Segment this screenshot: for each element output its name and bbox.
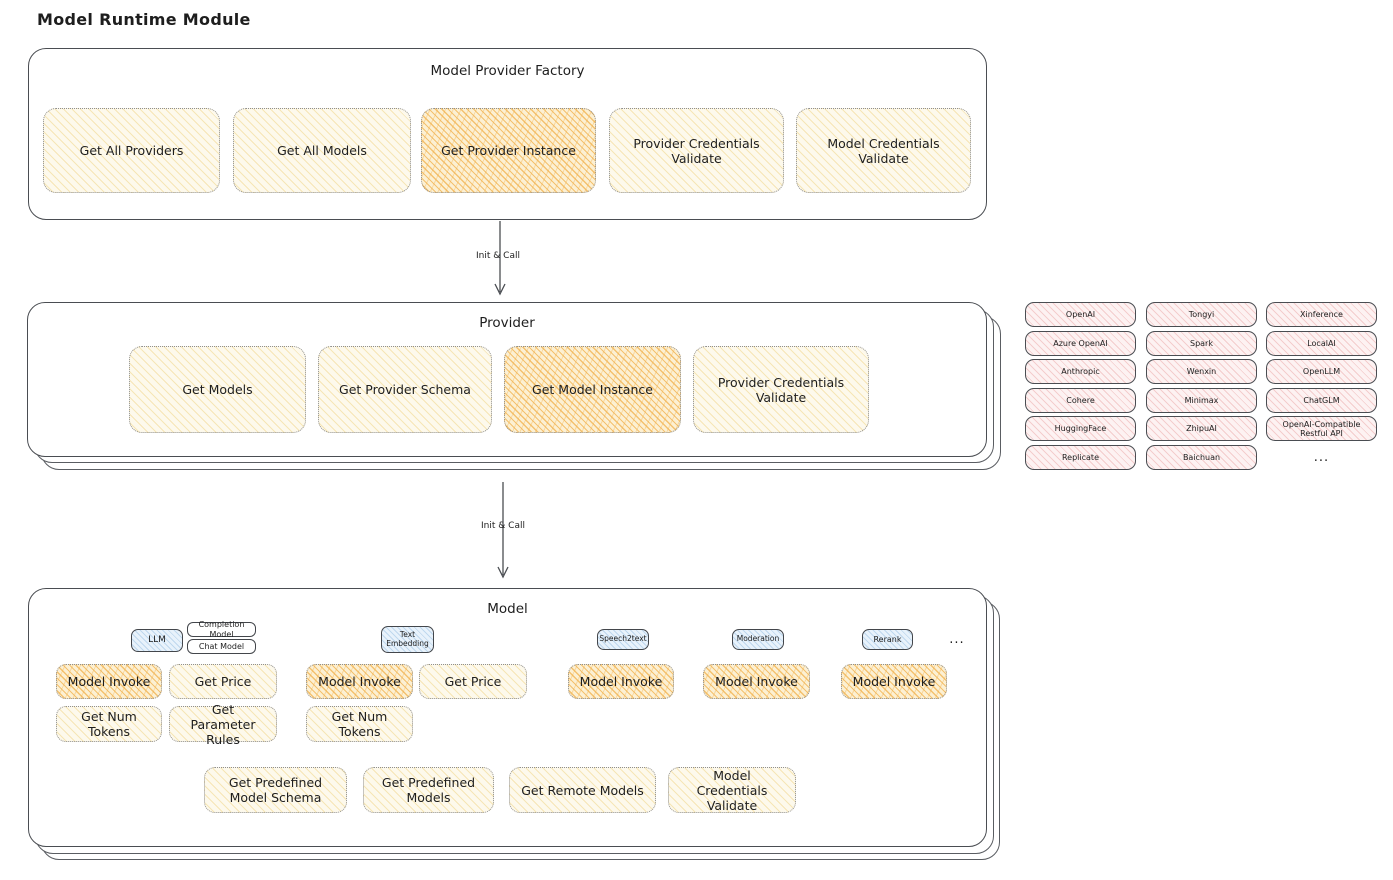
provider-item-chatglm: ChatGLM [1266, 388, 1377, 413]
tab-chat-model: Chat Model [187, 639, 256, 654]
provider-item-huggingface: HuggingFace [1025, 416, 1136, 441]
provider-item-spark: Spark [1146, 331, 1257, 356]
model-title: Model [487, 601, 528, 617]
tab-text-embedding: Text Embedding [381, 626, 434, 653]
provider-container: Provider Get Models Get Provider Schema … [27, 302, 987, 457]
model-container: Model LLM Completion Model Chat Model Te… [28, 588, 987, 847]
provider-item-localai: LocalAI [1266, 331, 1377, 356]
provider-item-zhipuai: ZhipuAI [1146, 416, 1257, 441]
model-model-credentials-validate: Model Credentials Validate [668, 767, 796, 813]
embedding-get-price: Get Price [419, 664, 527, 699]
provider-get-provider-schema: Get Provider Schema [318, 346, 492, 433]
provider-item-tongyi: Tongyi [1146, 302, 1257, 327]
provider-item-openllm: OpenLLM [1266, 359, 1377, 384]
arrow-factory-to-provider [494, 221, 506, 296]
provider-item-anthropic: Anthropic [1025, 359, 1136, 384]
model-get-predefined-model-schema: Get Predefined Model Schema [204, 767, 347, 813]
tab-rerank: Rerank [862, 629, 913, 650]
provider-get-model-instance: Get Model Instance [504, 346, 681, 433]
factory-get-all-models: Get All Models [233, 108, 411, 193]
factory-model-credentials-validate: Model Credentials Validate [796, 108, 971, 193]
provider-item-wenxin: Wenxin [1146, 359, 1257, 384]
moderation-model-invoke: Model Invoke [703, 664, 810, 699]
provider-item-xinference: Xinference [1266, 302, 1377, 327]
provider-item-openai-compatible-restful-api: OpenAI-Compatible Restful API [1266, 416, 1377, 441]
tabs-more-ellipsis: ... [949, 632, 965, 647]
provider-item-azure-openai: Azure OpenAI [1025, 331, 1136, 356]
tab-moderation: Moderation [732, 629, 784, 650]
llm-get-price: Get Price [169, 664, 277, 699]
embedding-model-invoke: Model Invoke [306, 664, 413, 699]
arrow2-label: Init & Call [481, 521, 525, 531]
factory-get-provider-instance: Get Provider Instance [421, 108, 596, 193]
arrow-provider-to-model [497, 482, 509, 579]
provider-item-minimax: Minimax [1146, 388, 1257, 413]
providers-panel: OpenAI Tongyi Xinference Azure OpenAI Sp… [1025, 302, 1377, 470]
provider-item-replicate: Replicate [1025, 445, 1136, 470]
factory-provider-credentials-validate: Provider Credentials Validate [609, 108, 784, 193]
factory-container: Model Provider Factory Get All Providers… [28, 48, 987, 220]
model-get-predefined-models: Get Predefined Models [363, 767, 494, 813]
embedding-get-num-tokens: Get Num Tokens [306, 706, 413, 742]
tab-completion-model: Completion Model [187, 620, 256, 639]
providers-more-ellipsis: ... [1313, 450, 1330, 465]
provider-title: Provider [479, 315, 535, 331]
provider-item-cohere: Cohere [1025, 388, 1136, 413]
factory-title: Model Provider Factory [430, 63, 585, 79]
llm-get-num-tokens: Get Num Tokens [56, 706, 162, 742]
provider-item-openai: OpenAI [1025, 302, 1136, 327]
factory-get-all-providers: Get All Providers [43, 108, 220, 193]
speech2text-model-invoke: Model Invoke [568, 664, 674, 699]
llm-get-parameter-rules: Get Parameter Rules [169, 702, 277, 747]
diagram-title: Model Runtime Module [37, 10, 251, 29]
provider-get-models: Get Models [129, 346, 306, 433]
provider-provider-credentials-validate: Provider Credentials Validate [693, 346, 869, 433]
tab-speech2text: Speech2text [597, 629, 649, 650]
rerank-model-invoke: Model Invoke [841, 664, 947, 699]
llm-model-invoke: Model Invoke [56, 664, 162, 699]
arrow1-label: Init & Call [476, 251, 520, 261]
provider-item-baichuan: Baichuan [1146, 445, 1257, 470]
model-get-remote-models: Get Remote Models [509, 767, 656, 813]
tab-llm: LLM [131, 629, 183, 652]
